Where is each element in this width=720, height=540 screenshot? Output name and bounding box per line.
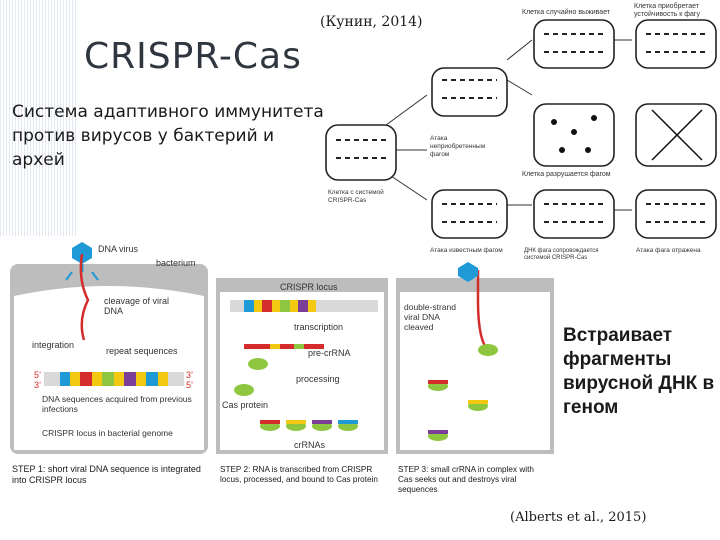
cell-dna-cleaved: [533, 189, 615, 239]
label-integration: integration: [32, 340, 74, 350]
crispr-strip-step1: [44, 372, 184, 386]
cell-attack-new: [431, 67, 508, 117]
label-dna-virus: DNA virus: [98, 244, 139, 254]
cell-repelled: [635, 189, 717, 239]
label-repeat-sequences: repeat sequences: [106, 346, 178, 356]
label-3prime-b: 3’: [186, 370, 193, 380]
label-bacterium: bacterium: [156, 258, 196, 268]
label-crispr-locus: CRISPR locus: [280, 282, 338, 292]
label-crispr-locus-genome: CRISPR locus in bacterial genome: [42, 428, 173, 438]
citation-kunin: (Кунин, 2014): [320, 14, 423, 30]
citation-alberts: (Alberts et al., 2015): [510, 510, 647, 525]
slide-subtitle: Система адаптивного иммунитета против ви…: [12, 102, 324, 170]
kunin-crispr-diagram: Клетка случайно выживает Клетка приобрет…: [325, 2, 717, 261]
label-3prime-a: 3’: [34, 380, 41, 390]
label-crrnas: crRNAs: [294, 440, 325, 450]
label-processing: processing: [296, 374, 340, 384]
label-pre-crrna: pre-crRNA: [308, 348, 351, 358]
label-transcription: transcription: [294, 322, 343, 332]
label-5prime-b: 5’: [186, 380, 193, 390]
label-attack-known: Атака известным фагом: [430, 247, 503, 254]
cell-crispr: [325, 124, 397, 181]
label-destroys: Клетка разрушается фагом: [522, 171, 611, 178]
crrna-complexes: [260, 420, 358, 431]
cell-survives: [533, 19, 615, 69]
insert-fragments-text: Встраивает фрагменты вирусной ДНК в гено…: [563, 325, 715, 418]
label-repelled: Атака фага отражена: [636, 247, 701, 254]
cell-attack-known: [431, 189, 508, 239]
label-5prime-a: 5’: [34, 370, 41, 380]
step1-caption: STEP 1: short viral DNA sequence is inte…: [12, 464, 201, 485]
decorative-stripes: [0, 0, 78, 236]
label-random-kill: Клетка случайно выживает: [522, 8, 611, 16]
crispr-strip-step2: [230, 300, 378, 312]
step3-complexes: [428, 380, 488, 441]
label-cas-protein: Cas protein: [222, 400, 268, 410]
cell-acquires: [635, 19, 717, 69]
slide-title: CRISPR-Cas: [84, 36, 302, 77]
